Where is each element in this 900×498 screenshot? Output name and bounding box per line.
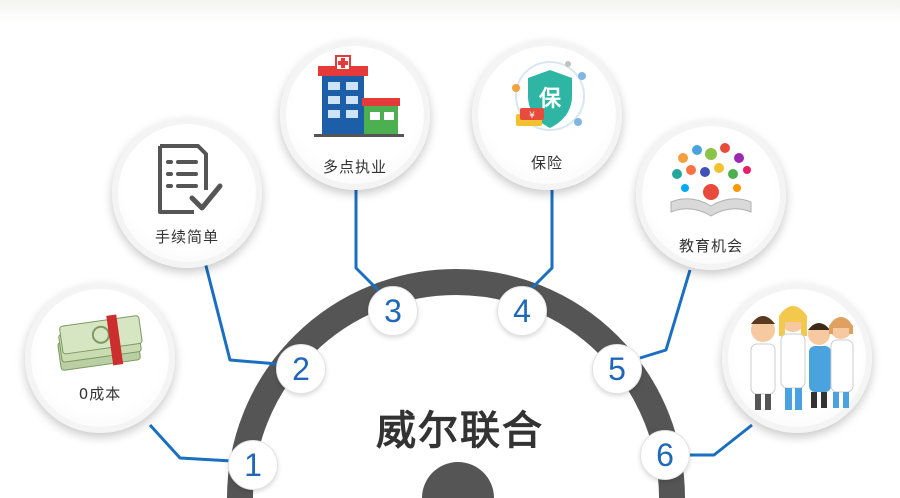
insurance-shield-icon: 保 ¥ xyxy=(512,61,586,131)
checklist-icon xyxy=(158,144,223,214)
medical-staff-icon xyxy=(750,306,854,410)
node-label: 手续简单 xyxy=(154,228,219,246)
step-number-5: 5 xyxy=(592,344,642,394)
wheel-arc xyxy=(227,269,685,498)
step-number-1: 1 xyxy=(228,440,278,490)
node-label: 教育机会 xyxy=(678,237,743,255)
education-book-icon xyxy=(670,143,752,217)
node-zero-cost: 0成本 xyxy=(25,283,175,433)
node-medical-staff xyxy=(722,283,872,433)
step-number-2: 2 xyxy=(276,344,326,394)
step-number-4: 4 xyxy=(497,286,547,336)
connector-4 xyxy=(528,190,554,292)
yen-symbol: ¥ xyxy=(529,111,535,121)
node-label: 0成本 xyxy=(78,385,122,403)
node-education: 教育机会 xyxy=(636,120,786,270)
node-label: 保险 xyxy=(530,154,563,172)
step-number-3: 3 xyxy=(368,286,418,336)
money-stack-icon xyxy=(57,314,143,371)
top-band xyxy=(0,0,900,22)
node-insurance: 保 ¥ 保险 xyxy=(472,40,622,190)
step-number-6: 6 xyxy=(640,430,690,480)
connector-2 xyxy=(203,261,279,366)
node-multi-practice: 多点执业 xyxy=(280,40,430,190)
node-simple-procedure: 手续简单 xyxy=(112,118,262,268)
node-label: 多点执业 xyxy=(322,158,387,176)
insurance-char: 保 xyxy=(538,87,562,112)
wheel-hub xyxy=(422,462,494,498)
connector-1 xyxy=(148,423,233,463)
center-title: 威尔联合 xyxy=(376,408,544,454)
connector-6 xyxy=(690,423,753,457)
connector-5 xyxy=(639,269,692,360)
hospital-icon xyxy=(314,55,404,137)
connector-3 xyxy=(354,190,380,292)
